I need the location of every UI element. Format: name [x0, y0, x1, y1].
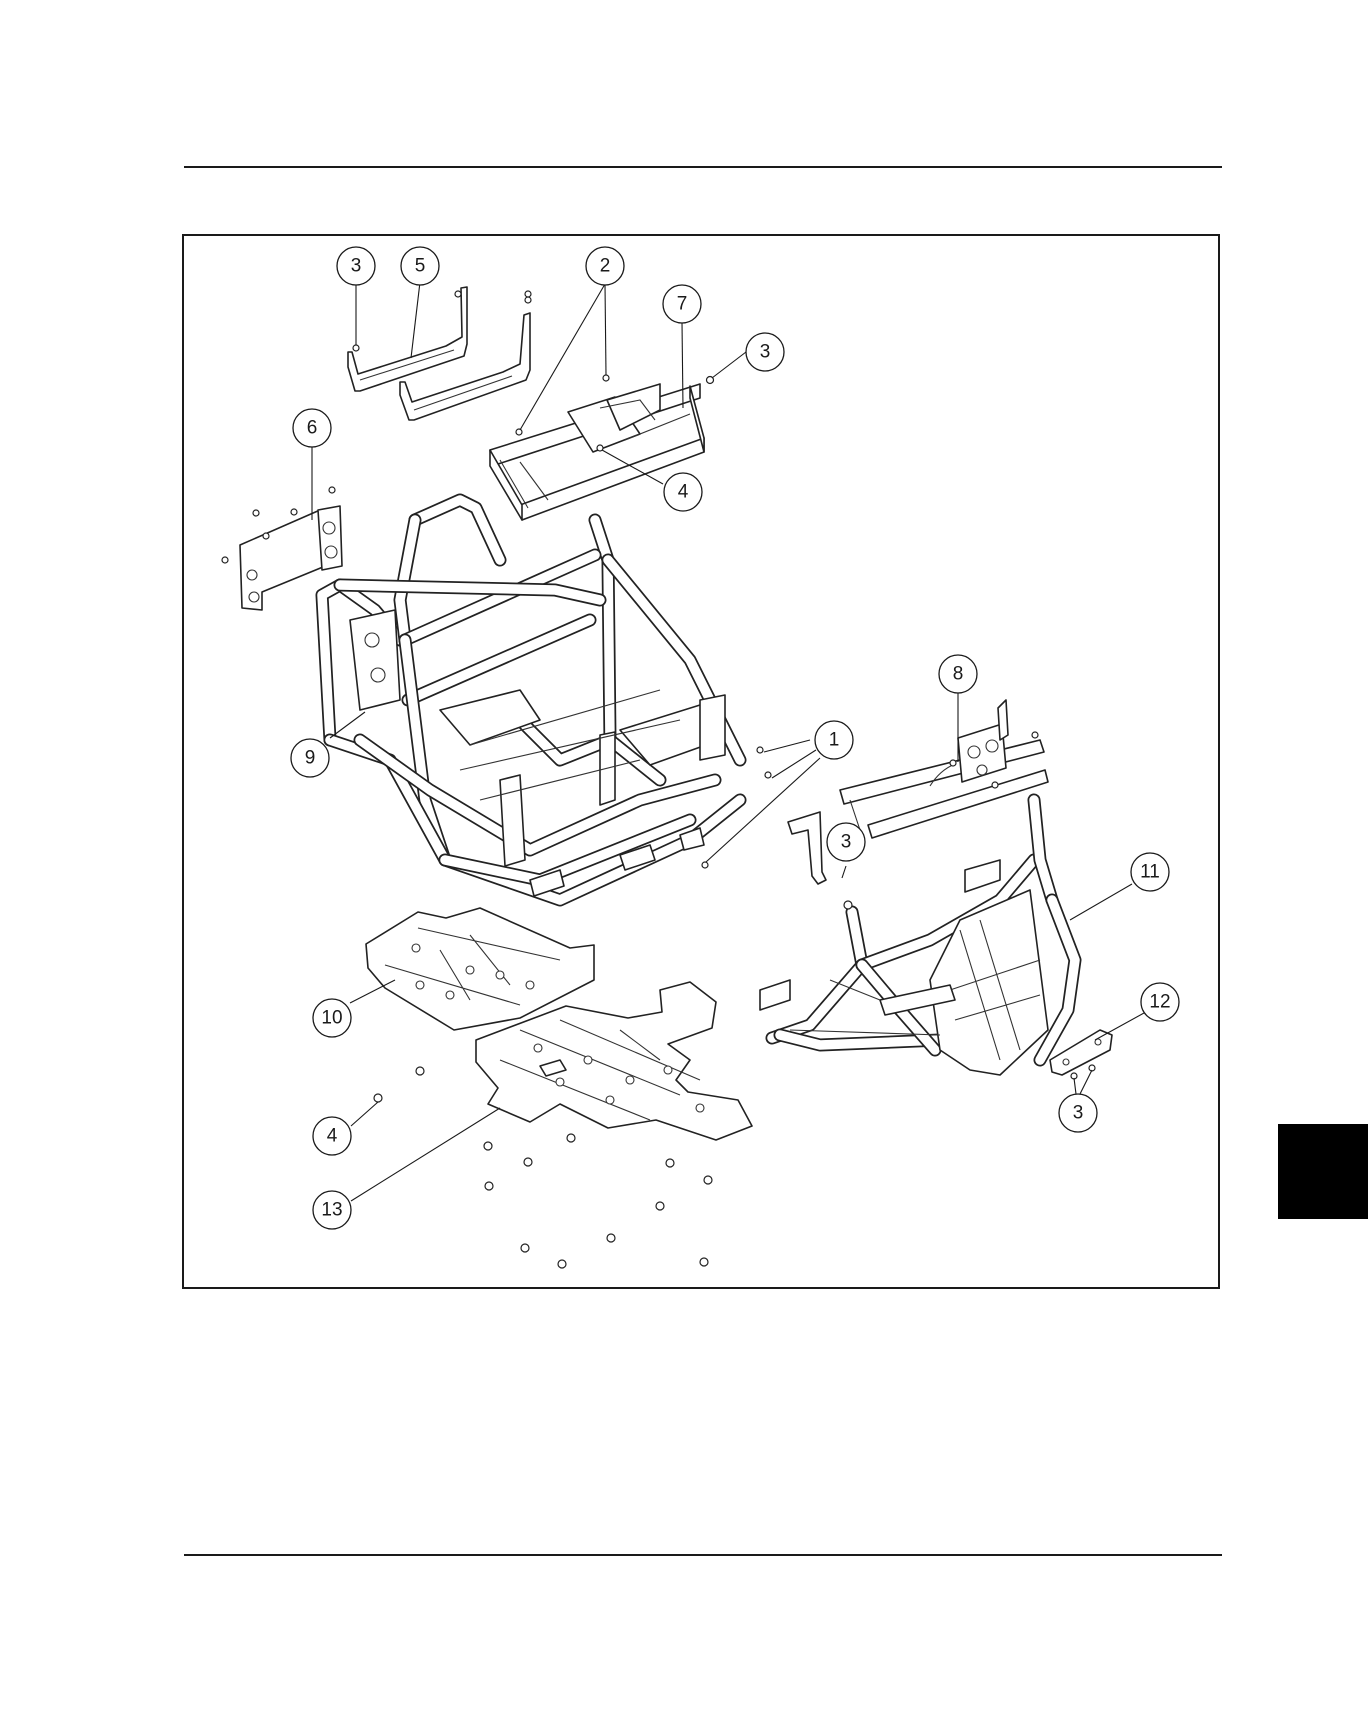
callout-1: 1: [815, 721, 853, 759]
callout-2: 2: [586, 247, 624, 285]
callout-4: 4: [664, 473, 702, 511]
callout-11: 11: [1131, 853, 1169, 891]
svg-text:3: 3: [760, 342, 771, 363]
callout-3: 3: [827, 823, 865, 861]
svg-text:3: 3: [1073, 1103, 1084, 1124]
callout-6: 6: [293, 409, 331, 447]
svg-text:3: 3: [841, 832, 852, 853]
svg-text:10: 10: [321, 1008, 342, 1029]
svg-text:7: 7: [677, 294, 688, 315]
seat-bracket-part-5: [348, 287, 531, 420]
callout-3: 3: [337, 247, 375, 285]
svg-text:1: 1: [829, 730, 840, 751]
callout-7: 7: [663, 285, 701, 323]
svg-text:11: 11: [1140, 862, 1160, 883]
svg-text:5: 5: [415, 256, 426, 277]
svg-text:4: 4: [678, 482, 689, 503]
callout-12: 12: [1141, 983, 1179, 1021]
svg-text:12: 12: [1149, 992, 1170, 1013]
svg-text:2: 2: [600, 256, 611, 277]
svg-text:3: 3: [351, 256, 362, 277]
svg-text:8: 8: [953, 664, 964, 685]
main-frame-part-9: [322, 500, 771, 900]
callout-4: 4: [313, 1117, 351, 1155]
callout-3: 3: [1059, 1094, 1097, 1132]
svg-text:4: 4: [327, 1126, 338, 1147]
callout-9: 9: [291, 739, 329, 777]
callout-10: 10: [313, 999, 351, 1037]
front-frame-part-11: [760, 800, 1075, 1075]
callout-5: 5: [401, 247, 439, 285]
svg-text:9: 9: [305, 748, 316, 769]
callout-8: 8: [939, 655, 977, 693]
svg-text:13: 13: [321, 1200, 342, 1221]
callout-3: 3: [746, 333, 784, 371]
callout-13: 13: [313, 1191, 351, 1229]
svg-text:6: 6: [307, 418, 318, 439]
